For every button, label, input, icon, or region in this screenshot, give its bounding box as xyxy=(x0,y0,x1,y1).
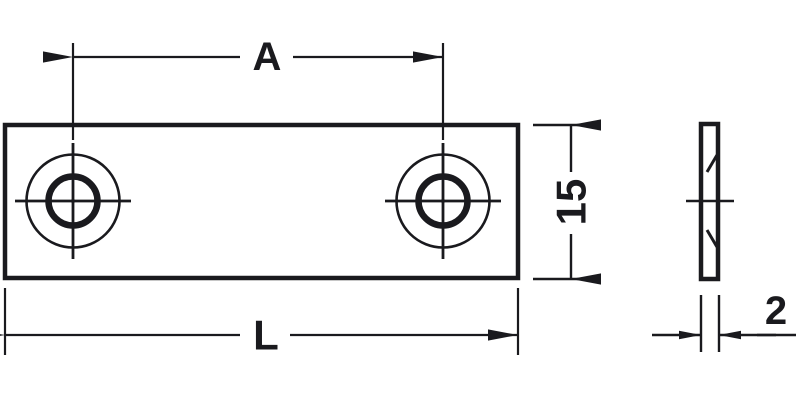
dimension-thickness-label: 2 xyxy=(765,289,787,333)
dimension-thickness: 2 xyxy=(652,289,796,352)
side-view-countersink-tick-bottom xyxy=(705,229,719,248)
dimension-height: 15 xyxy=(533,119,601,285)
front-view xyxy=(2,122,521,281)
dimension-l-label: L xyxy=(253,312,279,359)
dimension-l: L xyxy=(0,288,520,359)
hole-right-center-dot xyxy=(440,198,446,204)
side-view-countersink-tick-top xyxy=(705,154,719,173)
dimension-height-label: 15 xyxy=(548,179,595,226)
side-view xyxy=(686,121,734,282)
dimension-a: A xyxy=(43,35,445,140)
hole-right xyxy=(385,143,501,259)
hole-left xyxy=(15,143,131,259)
dimension-a-label: A xyxy=(253,35,282,79)
hole-left-center-dot xyxy=(70,198,76,204)
